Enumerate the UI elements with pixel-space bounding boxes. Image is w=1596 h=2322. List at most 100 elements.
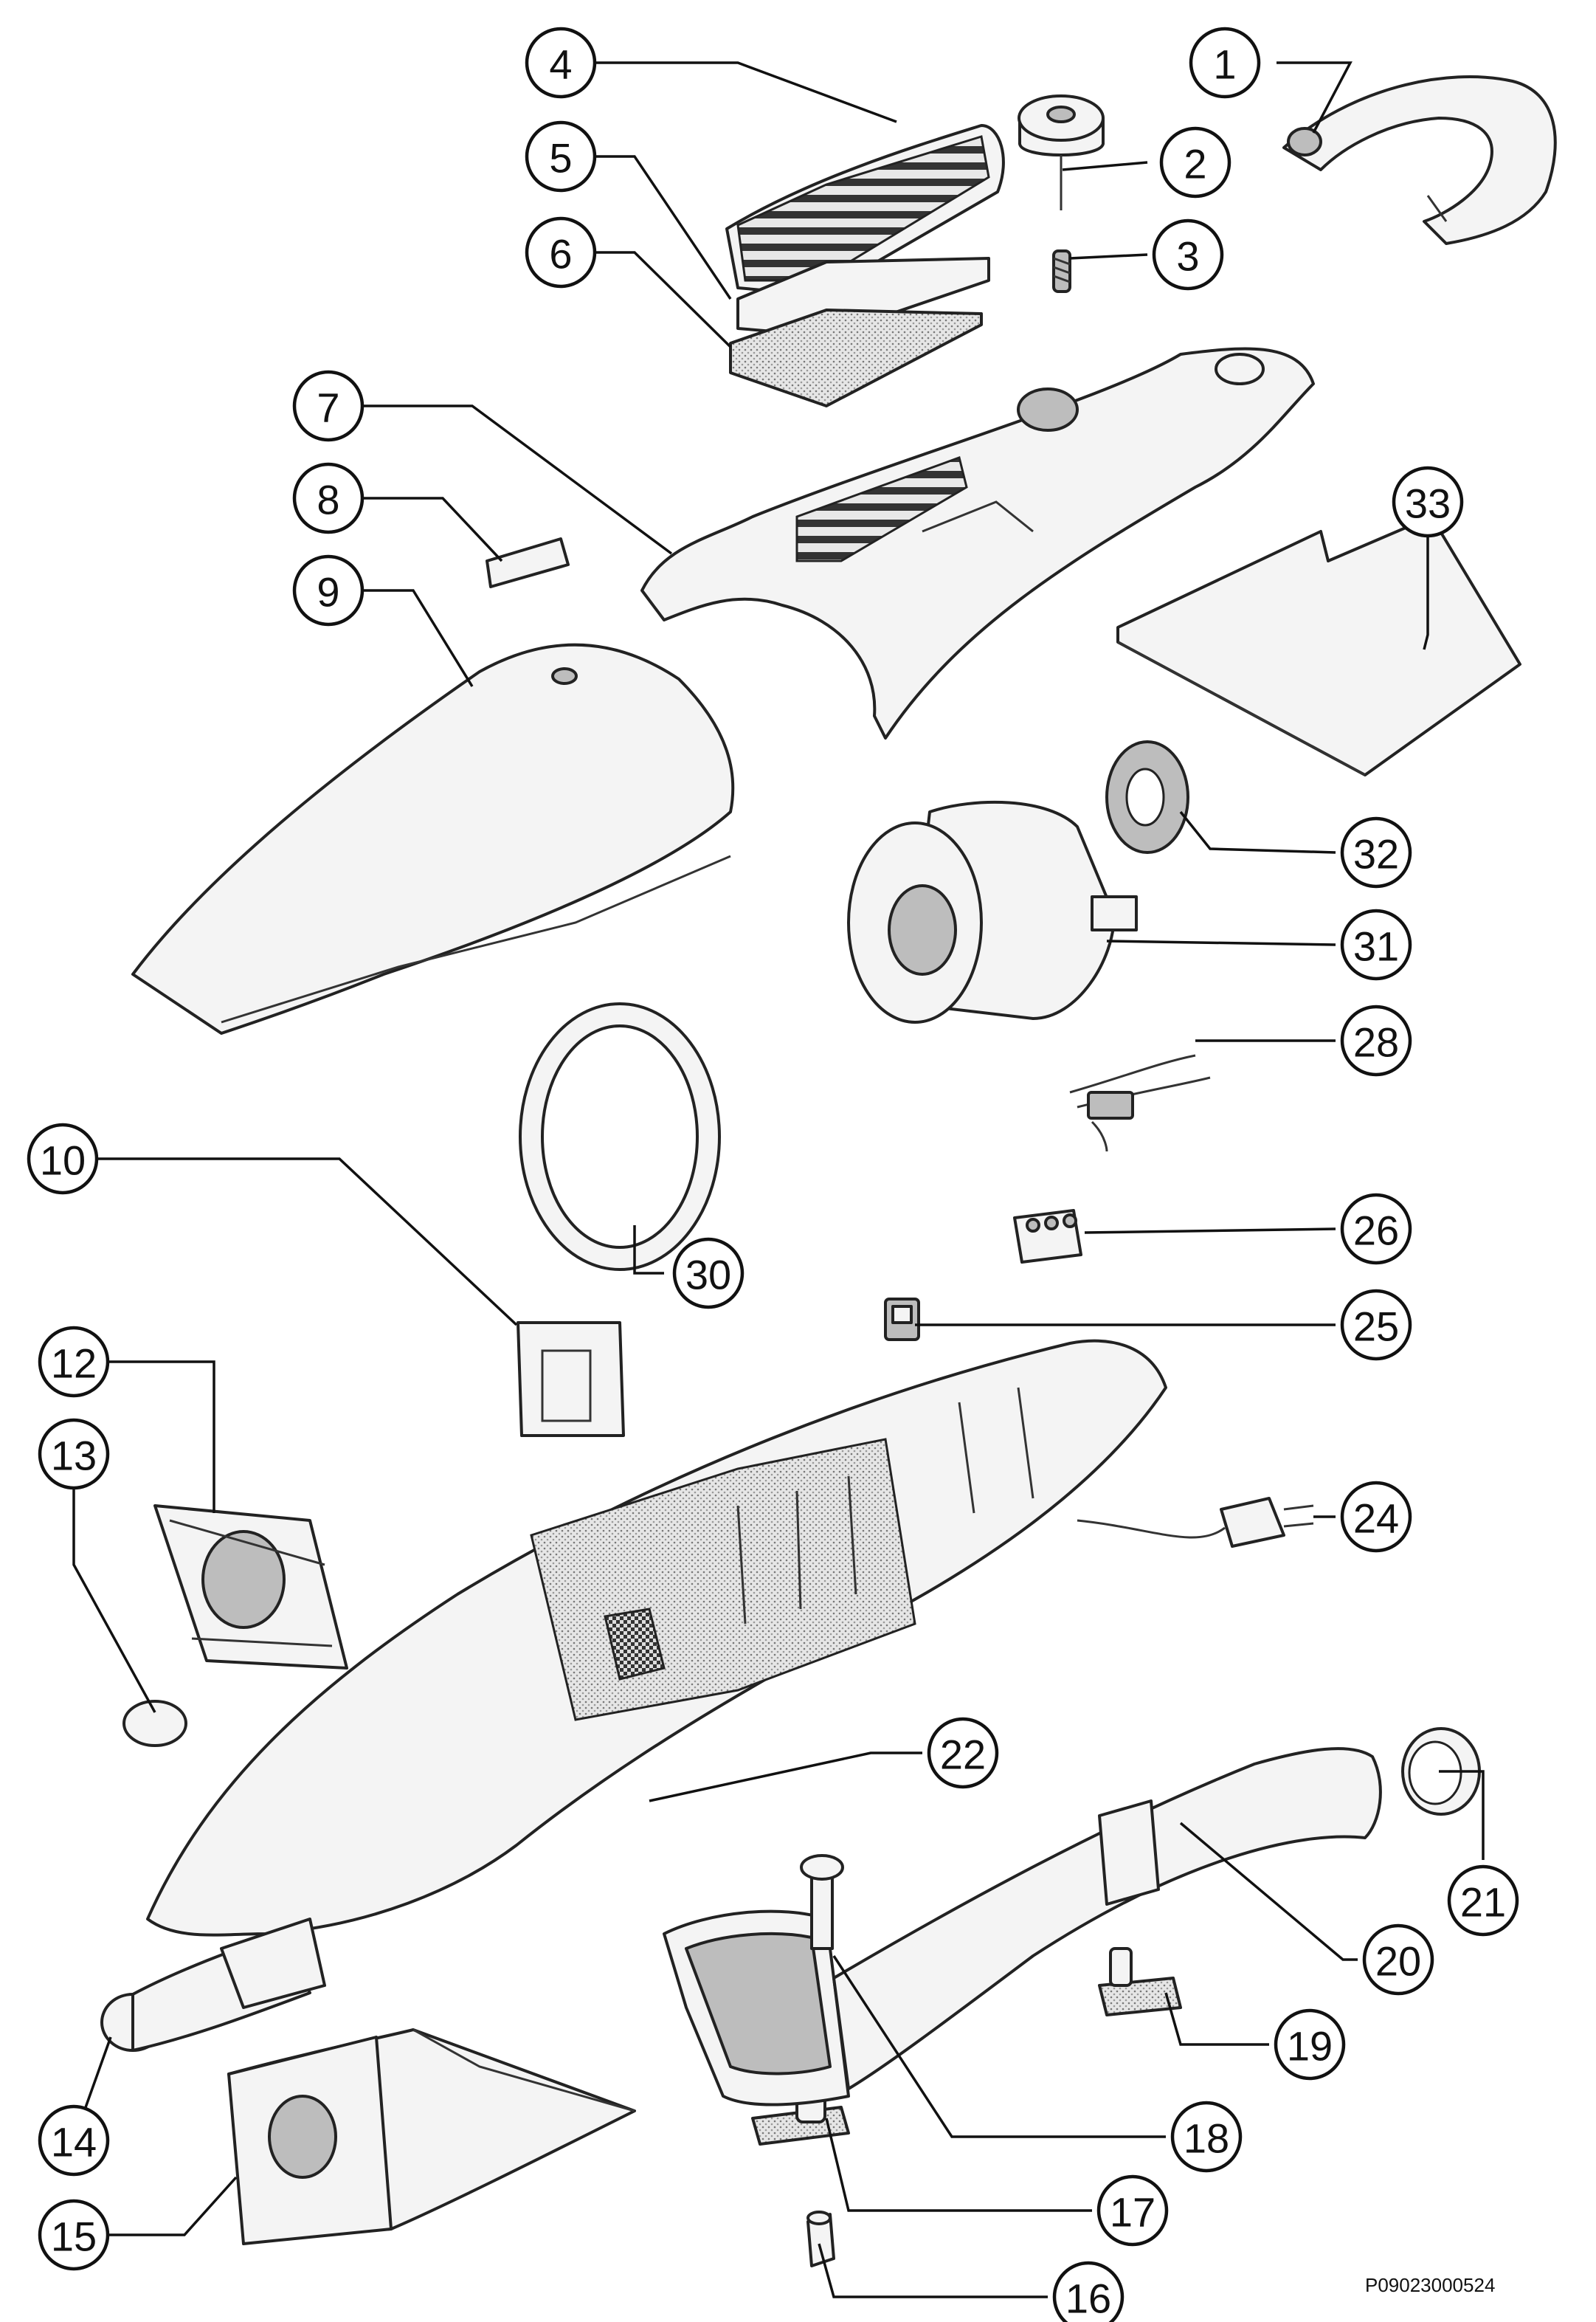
callout-21: 21: [1447, 1864, 1519, 1937]
callout-label: 10: [40, 1137, 86, 1184]
callout-circle: [38, 2104, 110, 2177]
callout-label: 12: [51, 1340, 97, 1387]
callout-label: 8: [317, 477, 339, 523]
callout-label: 21: [1460, 1879, 1506, 1926]
callout-label: 18: [1184, 2115, 1229, 2162]
callout-label: 25: [1353, 1303, 1399, 1350]
part-12-filter-holder: [153, 1504, 348, 1670]
part-2-cap: [1018, 94, 1105, 210]
callout-circle: [525, 216, 597, 289]
callout-5: 5: [525, 120, 597, 193]
callout-18: 18: [1170, 2101, 1243, 2173]
part-25-switch: [884, 1298, 920, 1341]
callout-1: 1: [1189, 27, 1261, 99]
callout-circle: [1340, 816, 1412, 889]
callout-label: 3: [1176, 233, 1199, 280]
callout-label: 22: [940, 1732, 986, 1778]
callout-circle: [38, 1418, 110, 1490]
callout-circle: [525, 120, 597, 193]
part-28-wiring: [1069, 1054, 1211, 1152]
callout-19: 19: [1274, 2008, 1346, 2081]
part-16-plug: [806, 2211, 835, 2267]
callout-15: 15: [38, 2199, 110, 2271]
callout-circle: [292, 462, 365, 534]
callout-circle: [38, 1326, 110, 1398]
callout-circle: [1340, 1481, 1412, 1553]
part-13-disc: [122, 1700, 187, 1747]
callout-24: 24: [1340, 1481, 1412, 1553]
callout-circle: [1189, 27, 1261, 99]
callout-label: 2: [1184, 141, 1206, 187]
callout-30: 30: [672, 1237, 745, 1309]
callout-circle: [1152, 218, 1224, 291]
callout-circle: [38, 2199, 110, 2271]
callout-label: 16: [1065, 2276, 1111, 2322]
callout-13: 13: [38, 1418, 110, 1490]
callout-label: 26: [1353, 1207, 1399, 1254]
callout-label: 24: [1353, 1495, 1399, 1542]
callout-9: 9: [292, 554, 365, 627]
callout-label: 33: [1405, 480, 1451, 527]
callout-circle: [292, 554, 365, 627]
part-6-filter-sheet: [729, 309, 983, 407]
part-24-power-cord: [1077, 1497, 1314, 1548]
part-5-filter: [736, 257, 990, 337]
part-31-motor: [847, 800, 1138, 1024]
callout-14: 14: [38, 2104, 110, 2177]
callout-circle: [927, 1717, 999, 1789]
part-7-upper-housing: [640, 347, 1315, 740]
callout-label: 28: [1353, 1019, 1399, 1066]
callout-4: 4: [525, 27, 597, 99]
callout-circle: [672, 1237, 745, 1309]
callout-label: 6: [549, 231, 572, 278]
callout-circle: [1447, 1864, 1519, 1937]
callout-label: 17: [1110, 2189, 1155, 2236]
callout-20: 20: [1362, 1923, 1434, 1996]
callout-label: 19: [1287, 2023, 1333, 2070]
callout-26: 26: [1340, 1193, 1412, 1265]
callout-circle: [1052, 2261, 1125, 2322]
part-4-grille-cover: [725, 124, 1005, 297]
callout-25: 25: [1340, 1289, 1412, 1361]
callout-6: 6: [525, 216, 597, 289]
callout-circle: [1340, 1005, 1412, 1077]
callout-label: 1: [1213, 41, 1236, 88]
callout-label: 32: [1353, 831, 1399, 878]
part-8-clip: [486, 537, 570, 588]
callout-label: 20: [1375, 1938, 1421, 1985]
callout-label: 31: [1353, 923, 1399, 970]
part-26-terminal: [1013, 1209, 1082, 1264]
part-30-ring: [519, 1002, 721, 1271]
part-3-spring: [1052, 249, 1071, 293]
part-10-filter-plate: [517, 1321, 625, 1437]
callout-circle: [1392, 466, 1464, 538]
callout-circle: [1159, 126, 1231, 199]
callout-bubbles: 1234567891012131415161718192021222425262…: [27, 27, 1519, 2322]
callout-circle: [1274, 2008, 1346, 2081]
part-19-bracket: [1098, 1947, 1182, 2016]
callout-circle: [1170, 2101, 1243, 2173]
callout-label: 5: [549, 135, 572, 182]
callout-3: 3: [1152, 218, 1224, 291]
callout-circle: [1340, 1193, 1412, 1265]
callout-circle: [1340, 909, 1412, 981]
callout-17: 17: [1096, 2174, 1169, 2247]
part-15-dust-bag: [227, 2028, 636, 2245]
callout-2: 2: [1159, 126, 1231, 199]
part-main-body: [100, 1339, 1167, 2052]
callout-8: 8: [292, 462, 365, 534]
part-20-hose: [832, 1747, 1382, 2090]
callout-circle: [27, 1123, 99, 1195]
part-33-foam-pad: [1116, 515, 1521, 776]
part-9-cover-shell: [131, 643, 735, 1035]
callout-28: 28: [1340, 1005, 1412, 1077]
callout-label: 14: [51, 2119, 97, 2166]
callout-12: 12: [38, 1326, 110, 1398]
part-illustrations: [100, 75, 1557, 2267]
callout-circle: [525, 27, 597, 99]
callout-circle: [292, 370, 365, 442]
callout-circle: [1362, 1923, 1434, 1996]
part-1-handle: [1282, 75, 1557, 245]
callout-22: 22: [927, 1717, 999, 1789]
